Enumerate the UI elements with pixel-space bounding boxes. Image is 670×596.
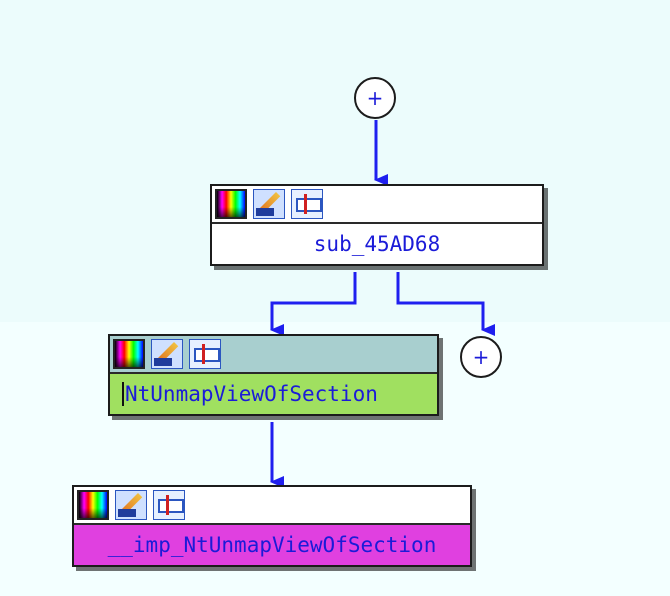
edit-pen-icon[interactable] <box>115 490 147 520</box>
graph-background-upper <box>0 0 670 322</box>
graph-node-sub_45AD68[interactable]: sub_45AD68 <box>210 184 544 266</box>
rename-icon[interactable] <box>189 339 221 369</box>
node-label: sub_45AD68 <box>313 232 441 256</box>
expand-node-button-right[interactable]: + <box>460 336 502 378</box>
palette-icon[interactable] <box>215 189 247 219</box>
graph-node-imp-ntunmapviewofsection[interactable]: __imp_NtUnmapViewOfSection <box>72 485 472 567</box>
expand-node-button-top[interactable]: + <box>354 77 396 119</box>
node-header <box>212 186 542 224</box>
edge-sub-to-plus <box>396 272 495 336</box>
palette-icon[interactable] <box>113 339 145 369</box>
edge-sub-to-ntunmap <box>270 272 357 336</box>
text-cursor <box>122 382 124 406</box>
edit-pen-icon[interactable] <box>253 189 285 219</box>
palette-icon[interactable] <box>77 490 109 520</box>
node-label-container: NtUnmapViewOfSection <box>110 374 437 414</box>
edit-pen-icon[interactable] <box>151 339 183 369</box>
node-header <box>74 487 470 525</box>
rename-icon[interactable] <box>153 490 185 520</box>
node-label: NtUnmapViewOfSection <box>125 382 378 406</box>
node-header <box>110 336 437 374</box>
rename-icon[interactable] <box>291 189 323 219</box>
graph-node-ntunmapviewofsection[interactable]: NtUnmapViewOfSection <box>108 334 439 416</box>
node-label: __imp_NtUnmapViewOfSection <box>74 525 470 565</box>
